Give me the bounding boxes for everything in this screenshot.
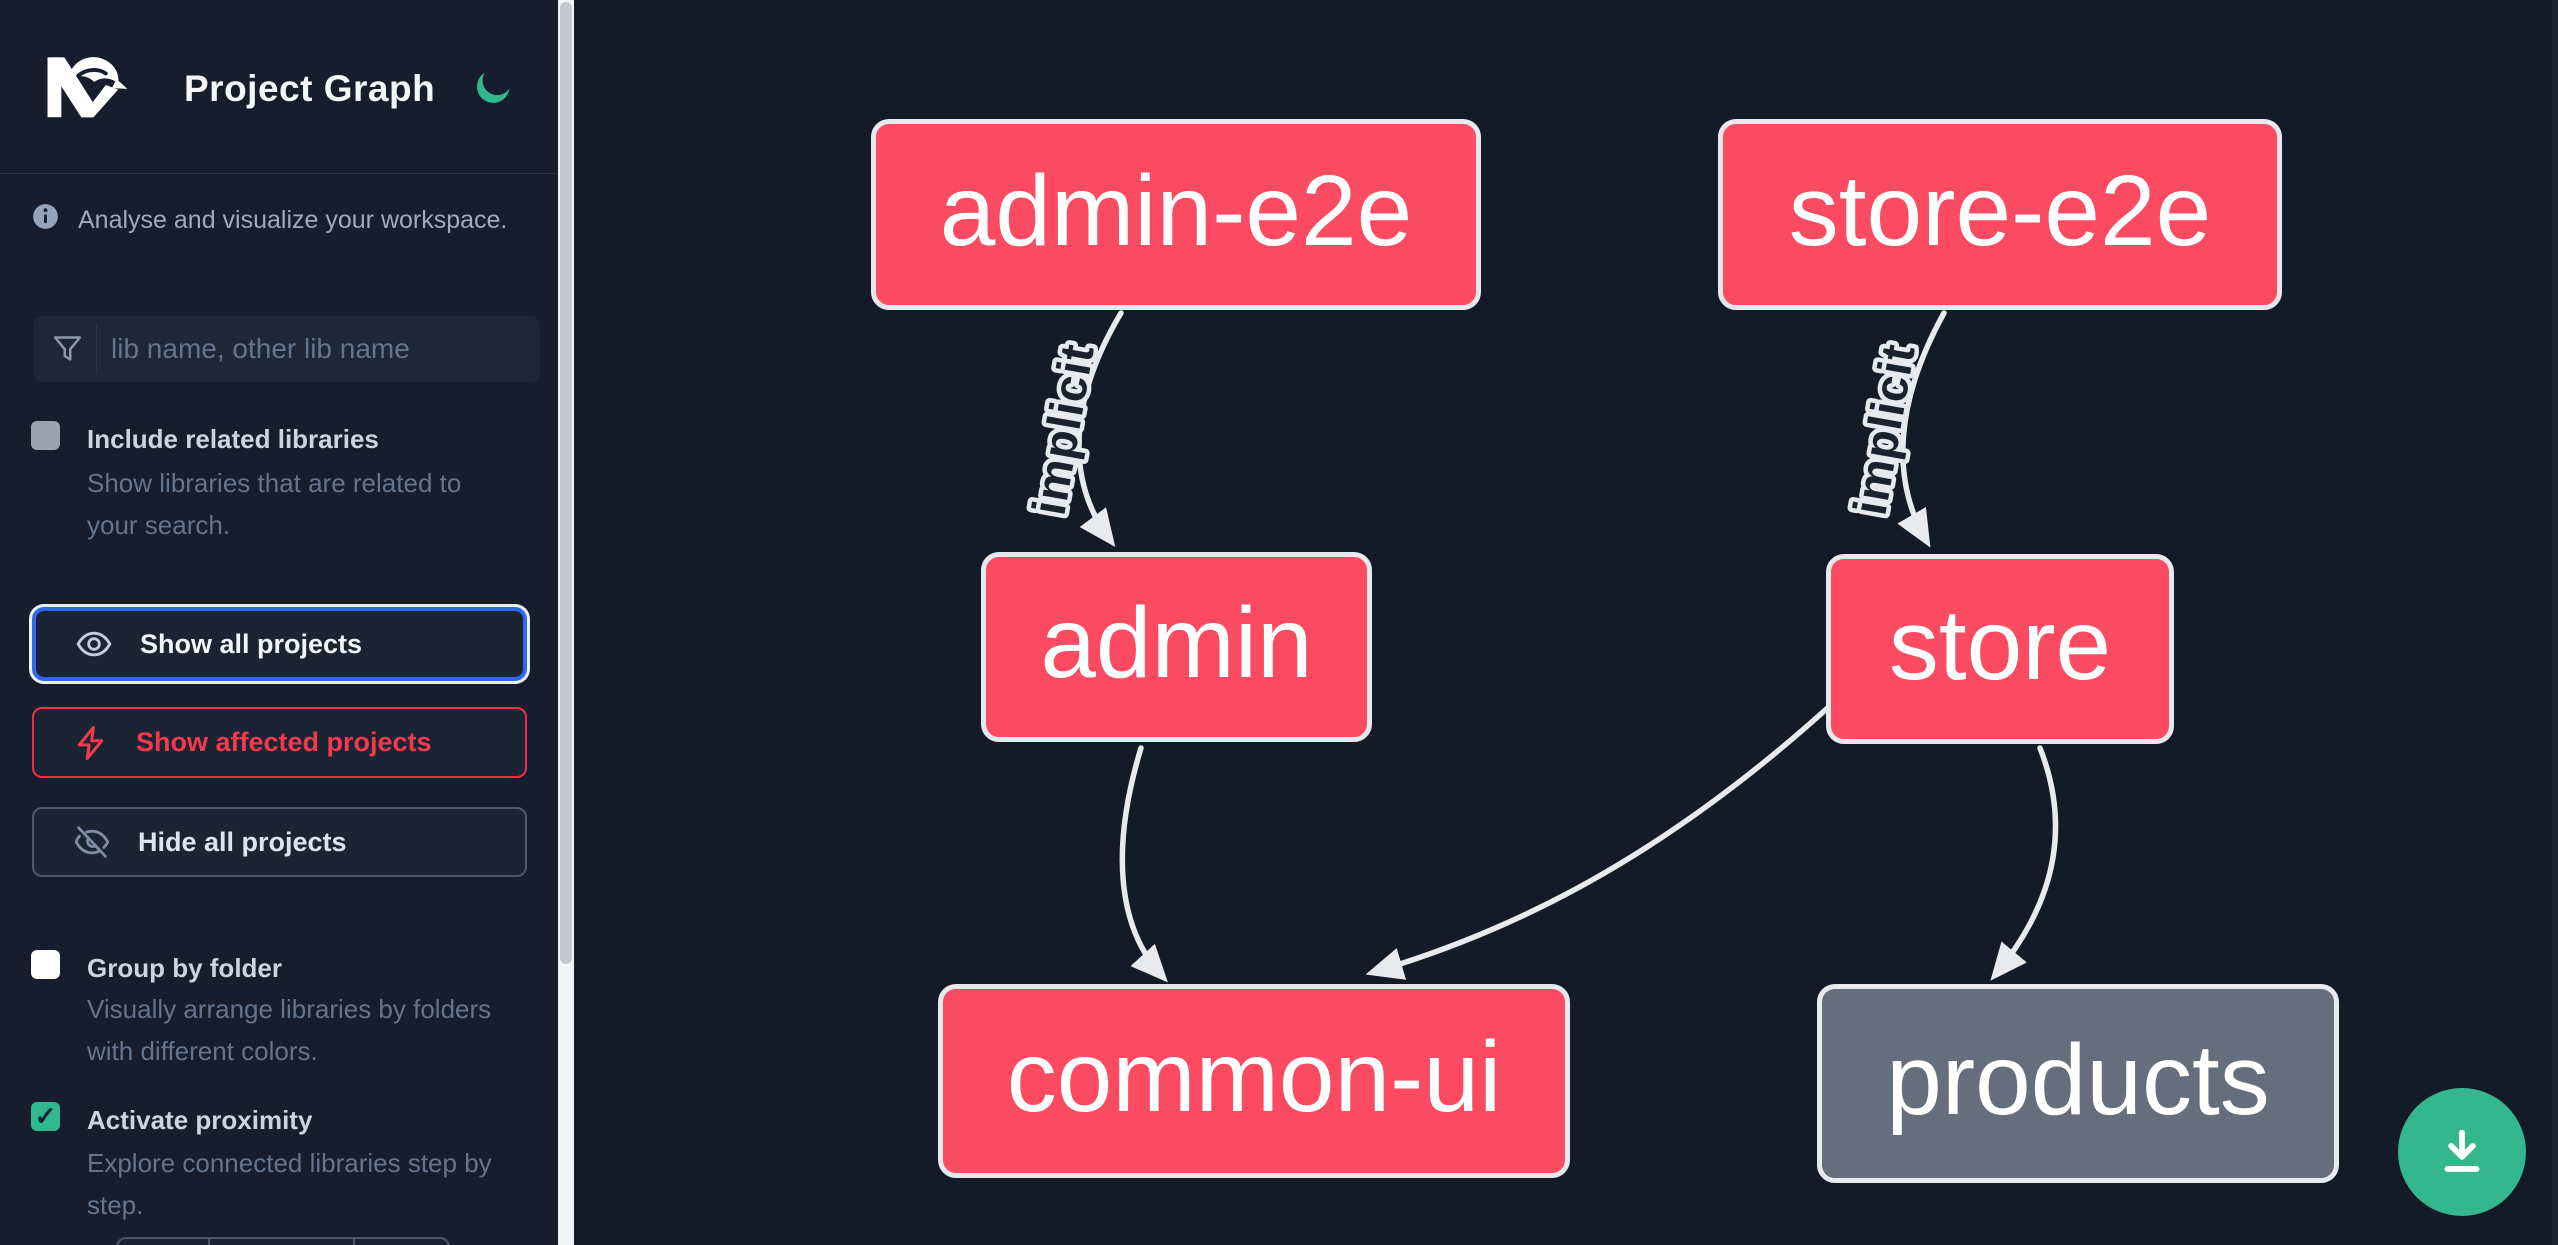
edge-label-implicit: implicit — [1022, 340, 1104, 519]
search-input[interactable] — [111, 316, 531, 382]
sidebar-header: Project Graph — [0, 0, 558, 174]
graph-node-common-ui[interactable]: common-ui — [938, 984, 1570, 1178]
edge-label-implicit: implicit — [1843, 340, 1925, 519]
search-box — [33, 316, 540, 382]
include-related-checkbox[interactable] — [31, 421, 60, 450]
activate-proximity-checkbox[interactable]: ✓ — [31, 1101, 60, 1131]
show-affected-projects-button[interactable]: Show affected projects — [32, 707, 527, 778]
activate-proximity-label: Activate proximity — [87, 1105, 313, 1135]
sidebar: Project Graph Analyse and visualize your… — [0, 0, 558, 1245]
edge-admin-common-ui — [1119, 745, 1168, 983]
hide-all-projects-label: Hide all projects — [138, 826, 347, 857]
activate-proximity-description: Explore connected libraries step by step… — [87, 1148, 492, 1220]
include-related-description: Show libraries that are related to your … — [87, 468, 462, 540]
eye-off-icon — [72, 822, 112, 862]
show-affected-projects-label: Show affected projects — [136, 727, 432, 757]
app-title: Project Graph — [184, 68, 436, 109]
proximity-stepper[interactable] — [116, 1237, 450, 1245]
theme-toggle-moon-icon[interactable] — [472, 66, 514, 108]
filter-funnel-icon — [53, 336, 82, 361]
info-icon — [33, 204, 58, 229]
edge-store-products — [1990, 745, 2059, 981]
nx-logo[interactable] — [46, 52, 138, 118]
graph-node-store[interactable]: store — [1826, 554, 2174, 744]
download-image-button[interactable] — [2398, 1088, 2526, 1216]
stepper-divider — [353, 1239, 355, 1245]
workspace-info-text: Analyse and visualize your workspace. — [78, 206, 508, 234]
graph-node-products[interactable]: products — [1817, 984, 2339, 1183]
group-by-folder-label: Group by folder — [87, 953, 282, 983]
group-by-folder-description: Visually arrange libraries by folders wi… — [87, 994, 492, 1066]
show-all-projects-button[interactable]: Show all projects — [32, 607, 527, 681]
graph-node-store-e2e[interactable]: store-e2e — [1718, 119, 2282, 310]
download-icon — [2444, 1129, 2480, 1172]
group-by-folder-checkbox[interactable] — [31, 950, 60, 979]
stepper-divider — [208, 1239, 210, 1245]
edge-store-e2e-store — [1897, 310, 1947, 548]
hide-all-projects-button[interactable]: Hide all projects — [32, 807, 527, 877]
right-edge-scroll-track — [2552, 0, 2558, 1245]
graph-node-admin-e2e[interactable]: admin-e2e — [871, 119, 1481, 310]
sidebar-scrollbar-track[interactable] — [558, 0, 574, 1245]
graph-node-admin[interactable]: admin — [981, 552, 1372, 742]
sidebar-scrollbar-thumb[interactable] — [560, 2, 572, 964]
include-related-label: Include related libraries — [87, 424, 379, 454]
bolt-icon — [72, 724, 110, 762]
eye-icon — [74, 624, 114, 664]
edge-admin-e2e-admin — [1076, 310, 1124, 548]
search-divider — [96, 324, 97, 374]
show-all-projects-label: Show all projects — [140, 628, 363, 659]
edge-store-common-ui — [1365, 701, 1835, 980]
